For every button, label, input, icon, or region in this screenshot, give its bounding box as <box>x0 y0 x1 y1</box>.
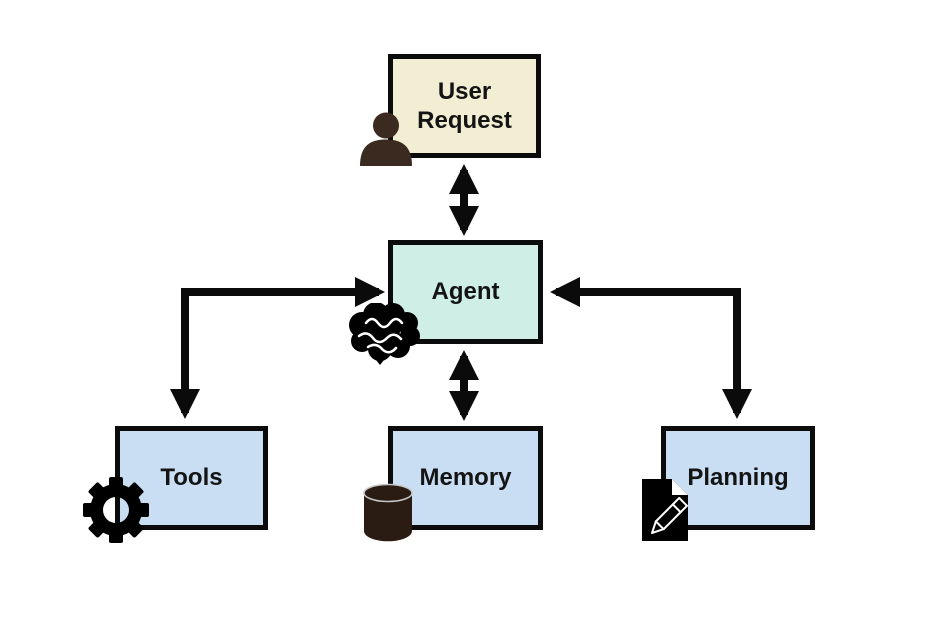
node-user-request-label: User Request <box>417 77 512 134</box>
pencil-document-icon <box>642 479 689 541</box>
arrow-agent-planning-elbow <box>550 277 752 419</box>
node-agent-label: Agent <box>431 278 500 306</box>
database-icon <box>363 483 413 542</box>
gear-icon <box>83 477 149 543</box>
node-tools-label: Tools <box>160 464 223 492</box>
person-icon <box>360 112 412 166</box>
brain-icon <box>349 303 420 365</box>
node-user-request: User Request <box>388 54 541 158</box>
arrow-agent-tools-elbow <box>170 277 385 419</box>
node-planning-label: Planning <box>687 464 789 492</box>
node-agent: Agent <box>388 240 543 344</box>
node-memory-label: Memory <box>419 464 512 492</box>
node-tools: Tools <box>115 426 268 530</box>
node-memory: Memory <box>388 426 543 530</box>
